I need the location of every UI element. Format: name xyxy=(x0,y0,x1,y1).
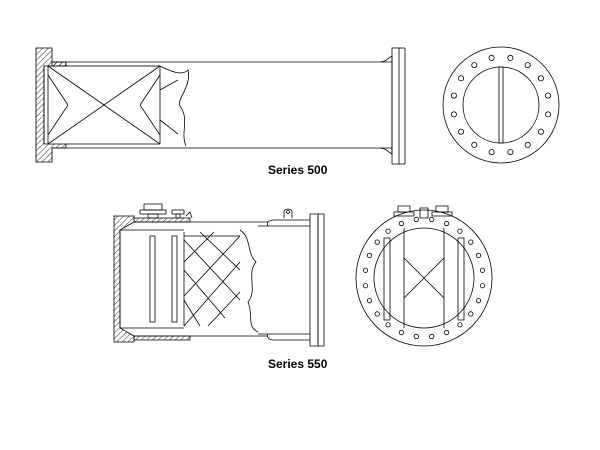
bolt-hole xyxy=(469,312,473,316)
bolt-hole xyxy=(375,312,379,316)
bolt-hole xyxy=(386,323,390,327)
series-500-side-view xyxy=(36,48,405,164)
bolt-hole xyxy=(363,268,367,272)
lattice-section xyxy=(184,232,240,326)
bolt-hole xyxy=(476,298,480,302)
bolt-hole xyxy=(363,284,367,288)
bolt-hole xyxy=(458,323,462,327)
lifting-lug xyxy=(284,209,292,218)
bolt-hole xyxy=(472,142,477,147)
vane-bar-2 xyxy=(458,238,464,320)
inner-vane-bar-1 xyxy=(150,236,155,322)
bolt-hole xyxy=(489,55,494,60)
break-line-550 xyxy=(240,230,258,332)
bolt-hole xyxy=(367,298,371,302)
bolt-hole xyxy=(386,229,390,233)
bolt-hole xyxy=(489,150,494,155)
top-fitting-small xyxy=(172,210,184,218)
series-550-caption: Series 550 xyxy=(268,357,328,371)
flange-outer-circle-550 xyxy=(356,210,492,346)
bolt-hole xyxy=(525,142,530,147)
bolt-hole xyxy=(444,221,448,225)
bolt-hole xyxy=(546,93,551,98)
bolt-holes-500 xyxy=(451,55,550,154)
right-flange-550 xyxy=(310,214,318,346)
break-line-500 xyxy=(160,66,189,146)
bolt-hole xyxy=(399,330,403,334)
bolt-hole xyxy=(375,240,379,244)
bolt-hole xyxy=(538,129,543,134)
bolt-hole xyxy=(469,240,473,244)
bolt-hole xyxy=(414,217,418,221)
top-fitting-large xyxy=(140,204,166,218)
bolt-hole xyxy=(472,63,477,68)
bolt-hole xyxy=(508,150,513,155)
bolt-hole xyxy=(476,253,480,257)
bore-circle xyxy=(463,67,539,143)
bolt-hole xyxy=(367,253,371,257)
bolt-hole xyxy=(480,284,484,288)
bolt-hole xyxy=(430,217,434,221)
vane-bar-1 xyxy=(384,238,390,320)
bolt-hole xyxy=(451,93,456,98)
bolt-holes-550 xyxy=(363,217,484,338)
series-550-side-view xyxy=(114,204,324,346)
series-500-end-view xyxy=(443,47,559,163)
bolt-hole xyxy=(546,112,551,117)
bore-circle-550 xyxy=(374,228,474,328)
series-500-caption: Series 500 xyxy=(268,163,328,177)
bolt-hole xyxy=(508,55,513,60)
bolt-hole xyxy=(459,129,464,134)
right-flange-taper xyxy=(380,56,392,154)
bolt-hole xyxy=(451,112,456,117)
series-550-end-view xyxy=(356,206,492,346)
cross-diagonal-2 xyxy=(404,258,444,298)
left-body-section xyxy=(114,216,134,342)
vane-diagonal-2 xyxy=(48,66,160,144)
top-wall-section xyxy=(52,62,66,66)
bolt-hole xyxy=(444,330,448,334)
right-flange xyxy=(392,48,399,164)
bolt-hole xyxy=(459,76,464,81)
bolt-hole xyxy=(414,334,418,338)
bolt-hole xyxy=(430,334,434,338)
bolt-hole xyxy=(399,221,403,225)
inner-vane-bar-2 xyxy=(172,236,177,322)
bolt-hole xyxy=(525,63,530,68)
center-vane xyxy=(499,67,503,143)
flange-outer-circle xyxy=(443,47,559,163)
bolt-hole xyxy=(480,268,484,272)
bolt-hole xyxy=(538,76,543,81)
bolt-hole xyxy=(458,229,462,233)
